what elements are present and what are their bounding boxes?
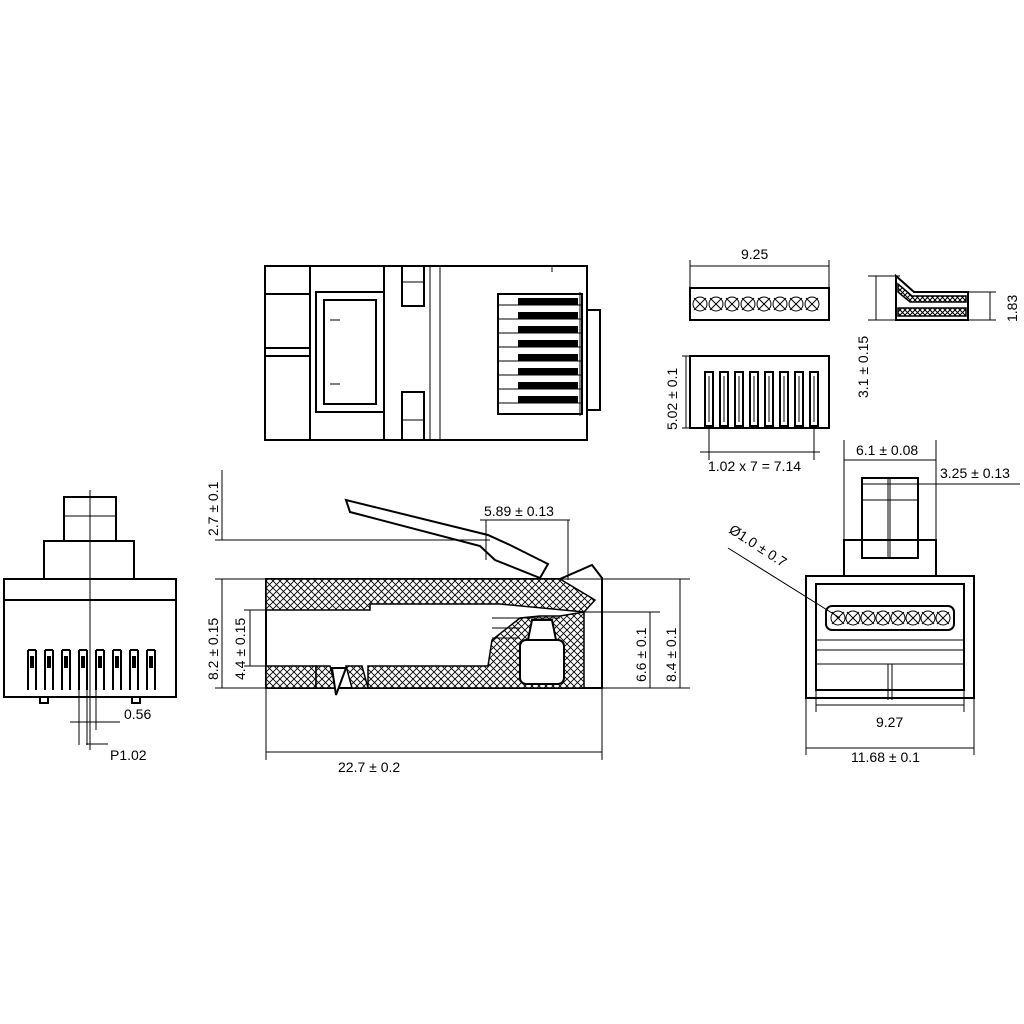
dim-latch-height: 2.7 ± 0.1 bbox=[205, 481, 221, 536]
rear-view-holes bbox=[830, 610, 951, 626]
top-view-contact-grid bbox=[497, 292, 583, 416]
front-view-contacts bbox=[27, 649, 156, 690]
dim-body-height: 8.2 ± 0.15 bbox=[205, 618, 221, 680]
load-bar-holes bbox=[692, 296, 820, 312]
dimension-lines bbox=[215, 440, 1020, 760]
load-bar-top-view bbox=[689, 260, 830, 321]
dimension-labels: 9.25 1.83 5.02 ± 0.1 3.1 ± 0.15 1.02 x 7… bbox=[110, 246, 1020, 775]
rear-view bbox=[805, 477, 975, 700]
dim-latch-gap: 5.89 ± 0.13 bbox=[484, 503, 554, 519]
dim-cavity-height: 4.4 ± 0.15 bbox=[232, 618, 248, 680]
dim-top-width: 9.25 bbox=[741, 246, 768, 262]
dim-outer-width: 11.68 ± 0.1 bbox=[851, 749, 920, 765]
top-view bbox=[264, 265, 601, 441]
load-bar-contact-view bbox=[682, 355, 830, 460]
dim-side-height: 1.83 bbox=[1004, 295, 1020, 322]
dim-pitch: P1.02 bbox=[110, 747, 147, 763]
dim-contact-height: 5.02 ± 0.1 bbox=[664, 368, 680, 430]
dim-cable-dia: Ø1.0 ± 0.7 bbox=[726, 521, 790, 570]
dim-side-offset: 3.1 ± 0.15 bbox=[855, 336, 871, 398]
front-view bbox=[3, 490, 177, 750]
load-bar-side-view bbox=[868, 273, 996, 321]
dim-inner-width: 9.27 bbox=[876, 714, 903, 730]
side-section-view bbox=[265, 498, 603, 696]
dim-pitch-total: 1.02 x 7 = 7.14 bbox=[708, 458, 801, 474]
dim-latch-inner: 3.25 ± 0.13 bbox=[940, 465, 1010, 481]
dim-latch-width: 6.1 ± 0.08 bbox=[856, 442, 918, 458]
dim-front-inner-height: 6.6 ± 0.1 bbox=[633, 627, 649, 682]
dim-front-outer-height: 8.4 ± 0.1 bbox=[663, 627, 679, 682]
dim-total-length: 22.7 ± 0.2 bbox=[338, 759, 400, 775]
dim-blade-width: 0.56 bbox=[124, 706, 151, 722]
